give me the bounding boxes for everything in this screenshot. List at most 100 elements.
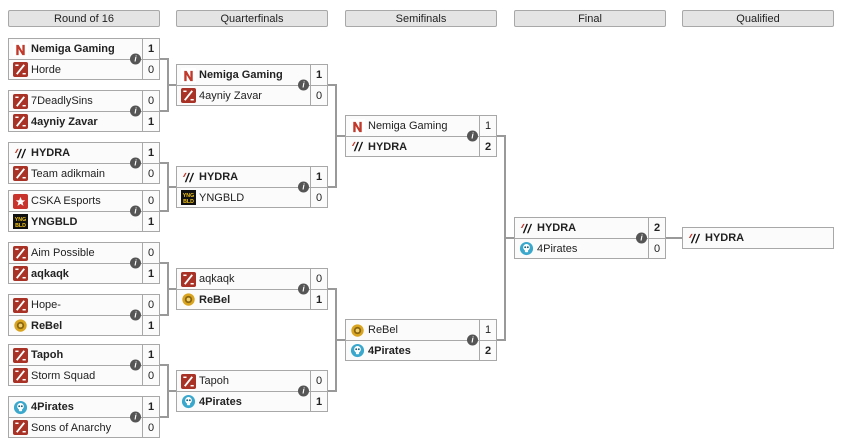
team-name[interactable]: HYDRA (537, 222, 577, 234)
match-info-icon[interactable]: i (130, 257, 141, 269)
team-name[interactable]: ReBel (368, 324, 398, 336)
default-team-logo-icon (12, 114, 28, 130)
default-team-logo-icon (12, 93, 28, 109)
team-name[interactable]: 4ayniy Zavar (199, 89, 262, 102)
team-name[interactable]: Hope- (31, 299, 61, 311)
match-info-icon[interactable]: i (130, 157, 141, 169)
team-score: 1 (142, 264, 159, 283)
match-info-icon[interactable]: i (130, 411, 141, 423)
bracket-line (328, 390, 336, 392)
team-row[interactable]: ReBel 1 (177, 289, 327, 309)
team-name[interactable]: ReBel (31, 319, 63, 332)
team-row[interactable]: Nemiga Gaming 1 (346, 116, 496, 136)
team-name[interactable]: 4ayniy Zavar (31, 115, 98, 128)
team-row[interactable]: aqkaqk 0 (177, 269, 327, 289)
team-row[interactable]: YNGBLD 0 (177, 187, 327, 207)
team-name[interactable]: HYDRA (368, 140, 408, 153)
team-name[interactable]: Tapoh (199, 375, 229, 387)
team-name[interactable]: aqkaqk (31, 267, 69, 280)
team-row[interactable]: aqkaqk 1 (9, 263, 159, 283)
bracket-line (160, 162, 168, 164)
team-row[interactable]: YNGBLD 1 (9, 211, 159, 231)
team-row[interactable]: 7DeadlySins 0 (9, 91, 159, 111)
team-row[interactable]: HYDRA 2 (346, 136, 496, 156)
team-row[interactable]: Aim Possible 0 (9, 243, 159, 263)
cska-logo-icon (12, 193, 28, 209)
team-name[interactable]: Horde (31, 63, 61, 76)
team-name[interactable]: Nemiga Gaming (31, 43, 115, 55)
bracket-line (168, 84, 176, 86)
match-info-icon[interactable]: i (130, 105, 141, 117)
match-info-icon[interactable]: i (636, 232, 647, 244)
match-info-icon[interactable]: i (467, 334, 478, 346)
team-name[interactable]: ReBel (199, 293, 231, 306)
team-row[interactable]: 4Pirates 1 (177, 391, 327, 411)
match-qf-1: Nemiga Gaming 1 4ayniy Zavar 0 i (176, 64, 328, 106)
team-name[interactable]: 7DeadlySins (31, 95, 93, 107)
team-row[interactable]: 4ayniy Zavar 1 (9, 111, 159, 131)
team-name[interactable]: 4Pirates (199, 395, 242, 408)
match-info-icon[interactable]: i (130, 359, 141, 371)
default-team-logo-icon (12, 166, 28, 182)
match-info-icon[interactable]: i (298, 385, 309, 397)
match-info-icon[interactable]: i (298, 79, 309, 91)
match-info-icon[interactable]: i (130, 53, 141, 65)
rebel-logo-icon (12, 318, 28, 334)
team-name[interactable]: CSKA Esports (31, 195, 101, 207)
team-name[interactable]: Team adikmain (31, 167, 105, 180)
match-info-icon[interactable]: i (467, 130, 478, 142)
hydra-logo-icon (180, 169, 196, 185)
team-row[interactable]: HYDRA (683, 228, 833, 248)
team-row[interactable]: Tapoh 1 (9, 345, 159, 365)
team-row[interactable]: ReBel 1 (346, 320, 496, 340)
match-r16-8: 4Pirates 1 Sons of Anarchy 0 i (8, 396, 160, 438)
team-row[interactable]: 4ayniy Zavar 0 (177, 85, 327, 105)
team-name[interactable]: Tapoh (31, 349, 64, 361)
team-row[interactable]: Tapoh 0 (177, 371, 327, 391)
team-name[interactable]: Aim Possible (31, 247, 95, 259)
team-row[interactable]: Hope- 0 (9, 295, 159, 315)
round-header-round-of-16: Round of 16 (8, 10, 160, 27)
team-name[interactable]: YNGBLD (199, 191, 245, 204)
match-qf-3: aqkaqk 0 ReBel 1 i (176, 268, 328, 310)
team-name[interactable]: 4Pirates (368, 344, 411, 357)
bracket-line (160, 262, 168, 264)
team-row[interactable]: 4Pirates 2 (346, 340, 496, 360)
team-row[interactable]: Horde 0 (9, 59, 159, 79)
team-score: 1 (142, 39, 159, 59)
team-name[interactable]: YNGBLD (31, 215, 78, 228)
match-info-icon[interactable]: i (298, 283, 309, 295)
team-name[interactable]: 4Pirates (31, 401, 74, 413)
round-header-semifinals: Semifinals (345, 10, 497, 27)
team-row[interactable]: Team adikmain 0 (9, 163, 159, 183)
hydra-logo-icon (349, 139, 365, 155)
team-name[interactable]: HYDRA (199, 171, 239, 183)
team-name[interactable]: HYDRA (31, 147, 71, 159)
team-score: 2 (479, 137, 496, 156)
match-info-icon[interactable]: i (130, 309, 141, 321)
team-row[interactable]: Nemiga Gaming 1 (9, 39, 159, 59)
team-name[interactable]: Nemiga Gaming (199, 69, 283, 81)
match-info-icon[interactable]: i (298, 181, 309, 193)
team-score: 1 (479, 116, 496, 136)
match-qf-4: Tapoh 0 4Pirates 1 i (176, 370, 328, 412)
team-row[interactable]: 4Pirates 1 (9, 397, 159, 417)
team-name[interactable]: 4Pirates (537, 242, 578, 255)
team-row[interactable]: CSKA Esports 0 (9, 191, 159, 211)
team-name[interactable]: Storm Squad (31, 369, 96, 382)
qualified-team-box: HYDRA (682, 227, 834, 249)
team-row[interactable]: Nemiga Gaming 1 (177, 65, 327, 85)
team-row[interactable]: ReBel 1 (9, 315, 159, 335)
team-name[interactable]: HYDRA (705, 232, 745, 244)
team-name[interactable]: aqkaqk (199, 273, 235, 285)
team-name[interactable]: Nemiga Gaming (368, 120, 448, 132)
match-info-icon[interactable]: i (130, 205, 141, 217)
team-row[interactable]: Storm Squad 0 (9, 365, 159, 385)
team-name[interactable]: Sons of Anarchy (31, 421, 112, 434)
team-row[interactable]: HYDRA 1 (9, 143, 159, 163)
team-row[interactable]: Sons of Anarchy 0 (9, 417, 159, 437)
team-row[interactable]: 4Pirates 0 (515, 238, 665, 258)
bracket-line (336, 135, 345, 137)
team-row[interactable]: HYDRA 2 (515, 218, 665, 238)
team-row[interactable]: HYDRA 1 (177, 167, 327, 187)
